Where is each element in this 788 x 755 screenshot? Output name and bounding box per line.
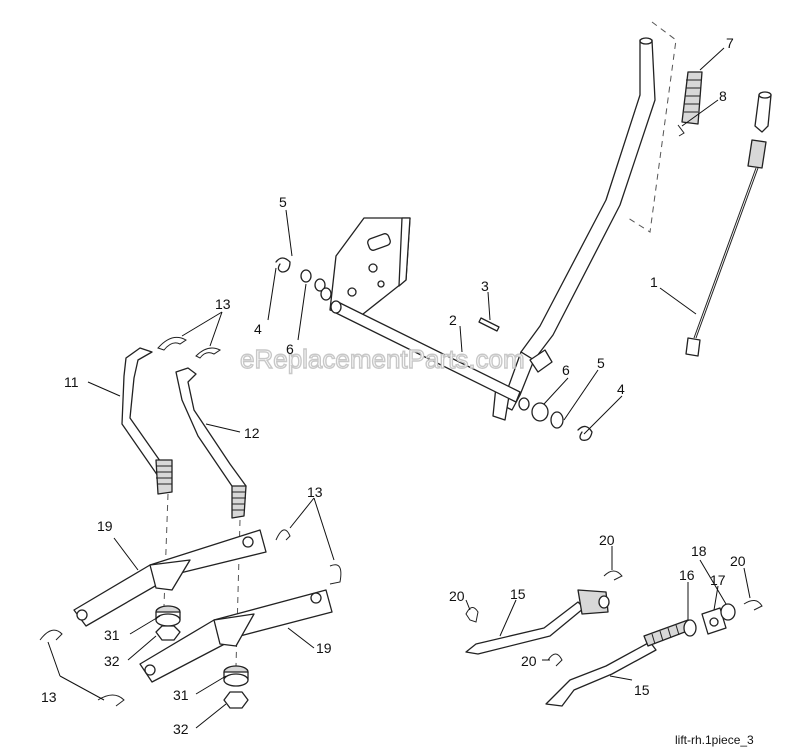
- callout-4: 4: [254, 321, 262, 337]
- callout-19: 19: [97, 518, 113, 534]
- callout-3: 3: [481, 278, 489, 294]
- watermark: eReplacementParts.com: [240, 344, 525, 374]
- lift-rod-1: [685, 91, 772, 357]
- callout-4: 4: [617, 381, 625, 397]
- callout-2: 2: [449, 312, 457, 328]
- callout-6: 6: [562, 362, 570, 378]
- bracket-plate: [329, 217, 411, 319]
- washer-16: [683, 619, 697, 637]
- right-bushings: [518, 397, 593, 441]
- lift-arm-19-upper: [73, 529, 267, 627]
- lift-link-11: [121, 347, 173, 495]
- callout-31: 31: [173, 687, 189, 703]
- callout-13: 13: [41, 689, 57, 705]
- callout-15: 15: [510, 586, 526, 602]
- spacer-18: [720, 603, 736, 621]
- shaft-2: [330, 300, 521, 403]
- callout-20: 20: [521, 653, 537, 669]
- callout-labels: 1 2 3 4 4 5 5 6 6 7 8 11 12 13 13 13 15 …: [41, 35, 746, 737]
- link-rod-15-lower: [545, 619, 691, 707]
- lift-link-12: [175, 367, 247, 519]
- callout-32: 32: [173, 721, 189, 737]
- callout-7: 7: [726, 35, 734, 51]
- callout-16: 16: [679, 567, 695, 583]
- callout-11: 11: [64, 374, 79, 390]
- callout-18: 18: [691, 543, 707, 559]
- footer-label: lift-rh.1piece_3: [675, 733, 754, 747]
- callout-13: 13: [215, 296, 231, 312]
- callout-1: 1: [650, 274, 658, 290]
- callout-8: 8: [719, 88, 727, 104]
- callout-31: 31: [104, 627, 120, 643]
- callout-5: 5: [279, 194, 287, 210]
- grip-dashed-outline: [627, 21, 677, 233]
- callout-20: 20: [730, 553, 746, 569]
- left-bushings: [275, 257, 332, 301]
- callout-12: 12: [244, 425, 260, 441]
- pin-3: [478, 317, 500, 332]
- bushing-31-upper: [155, 605, 181, 627]
- callout-5: 5: [597, 355, 605, 371]
- callout-15: 15: [634, 682, 650, 698]
- grip-7: [681, 71, 703, 125]
- callout-17: 17: [710, 572, 726, 588]
- pin-8: [677, 124, 685, 137]
- callout-20: 20: [449, 588, 465, 604]
- lift-arm-19-lower: [139, 589, 333, 683]
- hair-pins-20: [465, 570, 763, 667]
- link-rod-15-upper: [465, 589, 610, 655]
- callout-32: 32: [104, 653, 120, 669]
- nut-32-lower: [223, 691, 249, 709]
- callout-19: 19: [316, 640, 332, 656]
- hair-pins-13-top: [157, 336, 221, 359]
- nut-32-upper: [155, 625, 181, 641]
- bushing-31-lower: [223, 665, 249, 687]
- leader-lines: [47, 47, 751, 729]
- callout-13: 13: [307, 484, 323, 500]
- hair-pins-13-right: [275, 529, 342, 585]
- callout-6: 6: [286, 341, 294, 357]
- callout-20: 20: [599, 532, 615, 548]
